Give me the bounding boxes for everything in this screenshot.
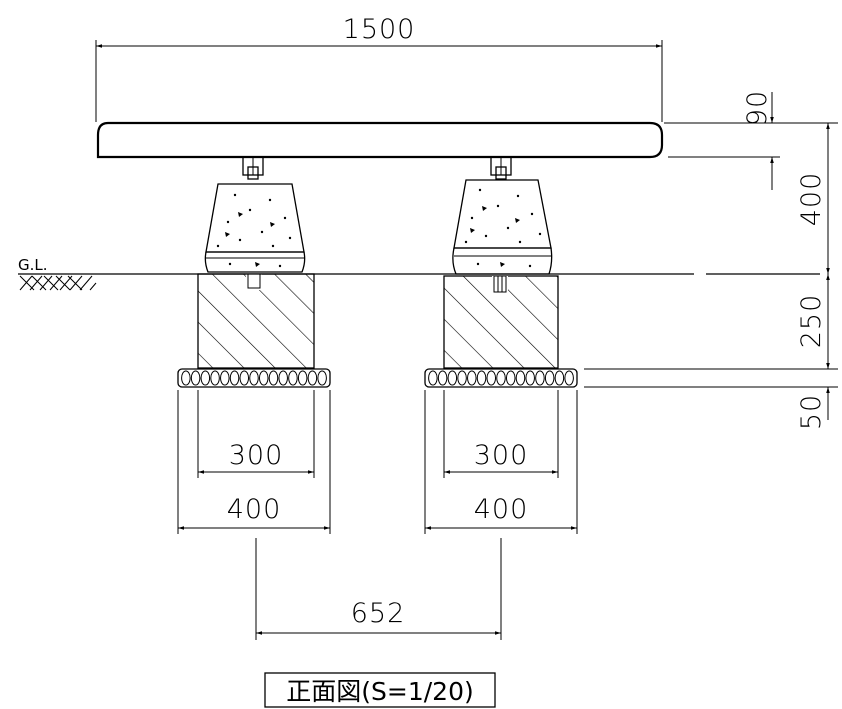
gravel-stone xyxy=(486,370,497,386)
dim-90-label: 90 xyxy=(742,90,773,126)
drawing-caption: 正面図(S=1/20) xyxy=(264,672,496,708)
bench-top xyxy=(96,121,664,159)
gravel-stone xyxy=(278,370,288,386)
gravel-stone xyxy=(535,370,545,386)
gravel-stone xyxy=(564,370,574,386)
gravel-stone xyxy=(229,370,240,386)
dim-left-400-label: 400 xyxy=(227,494,282,525)
gravel-stone xyxy=(317,370,327,386)
left-concrete-texture xyxy=(216,193,292,268)
gravel-stone xyxy=(476,370,487,386)
left-support xyxy=(177,156,331,388)
gravel-stone xyxy=(258,370,269,386)
gravel-stone xyxy=(297,370,308,386)
gravel-stone xyxy=(554,370,565,386)
dim-1500-label: 1500 xyxy=(343,14,416,45)
gravel-stone xyxy=(457,370,467,386)
dim-left-bottom: 300 400 xyxy=(177,390,331,534)
dim-right-vertical: 90 400 250 50 xyxy=(584,90,838,430)
dim-right-300-label: 300 xyxy=(474,440,529,471)
gravel-stone xyxy=(220,370,230,386)
gravel-stone xyxy=(200,370,211,386)
gravel-stone xyxy=(307,370,318,386)
right-support xyxy=(424,156,578,388)
dim-652-label: 652 xyxy=(351,598,406,629)
gravel-stone xyxy=(437,370,448,386)
ground-level-label: G.L. xyxy=(18,256,48,274)
gravel-stone xyxy=(210,370,220,386)
gravel-stone xyxy=(505,370,516,386)
gravel-stone xyxy=(467,370,477,386)
dim-left-300-label: 300 xyxy=(229,440,284,471)
left-gravel xyxy=(181,370,327,386)
right-concrete-texture xyxy=(464,188,542,268)
dim-overall-width: 1500 xyxy=(95,14,663,122)
gravel-stone xyxy=(190,370,201,386)
dim-center-spacing: 652 xyxy=(255,538,502,640)
dim-50-label: 50 xyxy=(796,394,827,430)
dim-400-height-label: 400 xyxy=(796,172,827,227)
dim-250-label: 250 xyxy=(796,294,827,349)
caption-label: 正面図(S=1/20) xyxy=(286,677,473,706)
gravel-stone xyxy=(239,370,250,386)
gravel-stone xyxy=(544,370,555,386)
gravel-stone xyxy=(249,370,259,386)
gravel-stone xyxy=(181,370,191,386)
gravel-stone xyxy=(268,370,279,386)
ground-line: G.L. xyxy=(18,256,820,291)
gravel-stone xyxy=(428,370,438,386)
gravel-stone xyxy=(447,370,458,386)
dim-right-bottom: 300 400 xyxy=(424,390,578,534)
gravel-stone xyxy=(288,370,298,386)
right-gravel xyxy=(428,370,574,386)
gravel-stone xyxy=(496,370,506,386)
dim-right-400-label: 400 xyxy=(474,494,529,525)
gravel-stone xyxy=(515,370,526,386)
gravel-stone xyxy=(525,370,535,386)
